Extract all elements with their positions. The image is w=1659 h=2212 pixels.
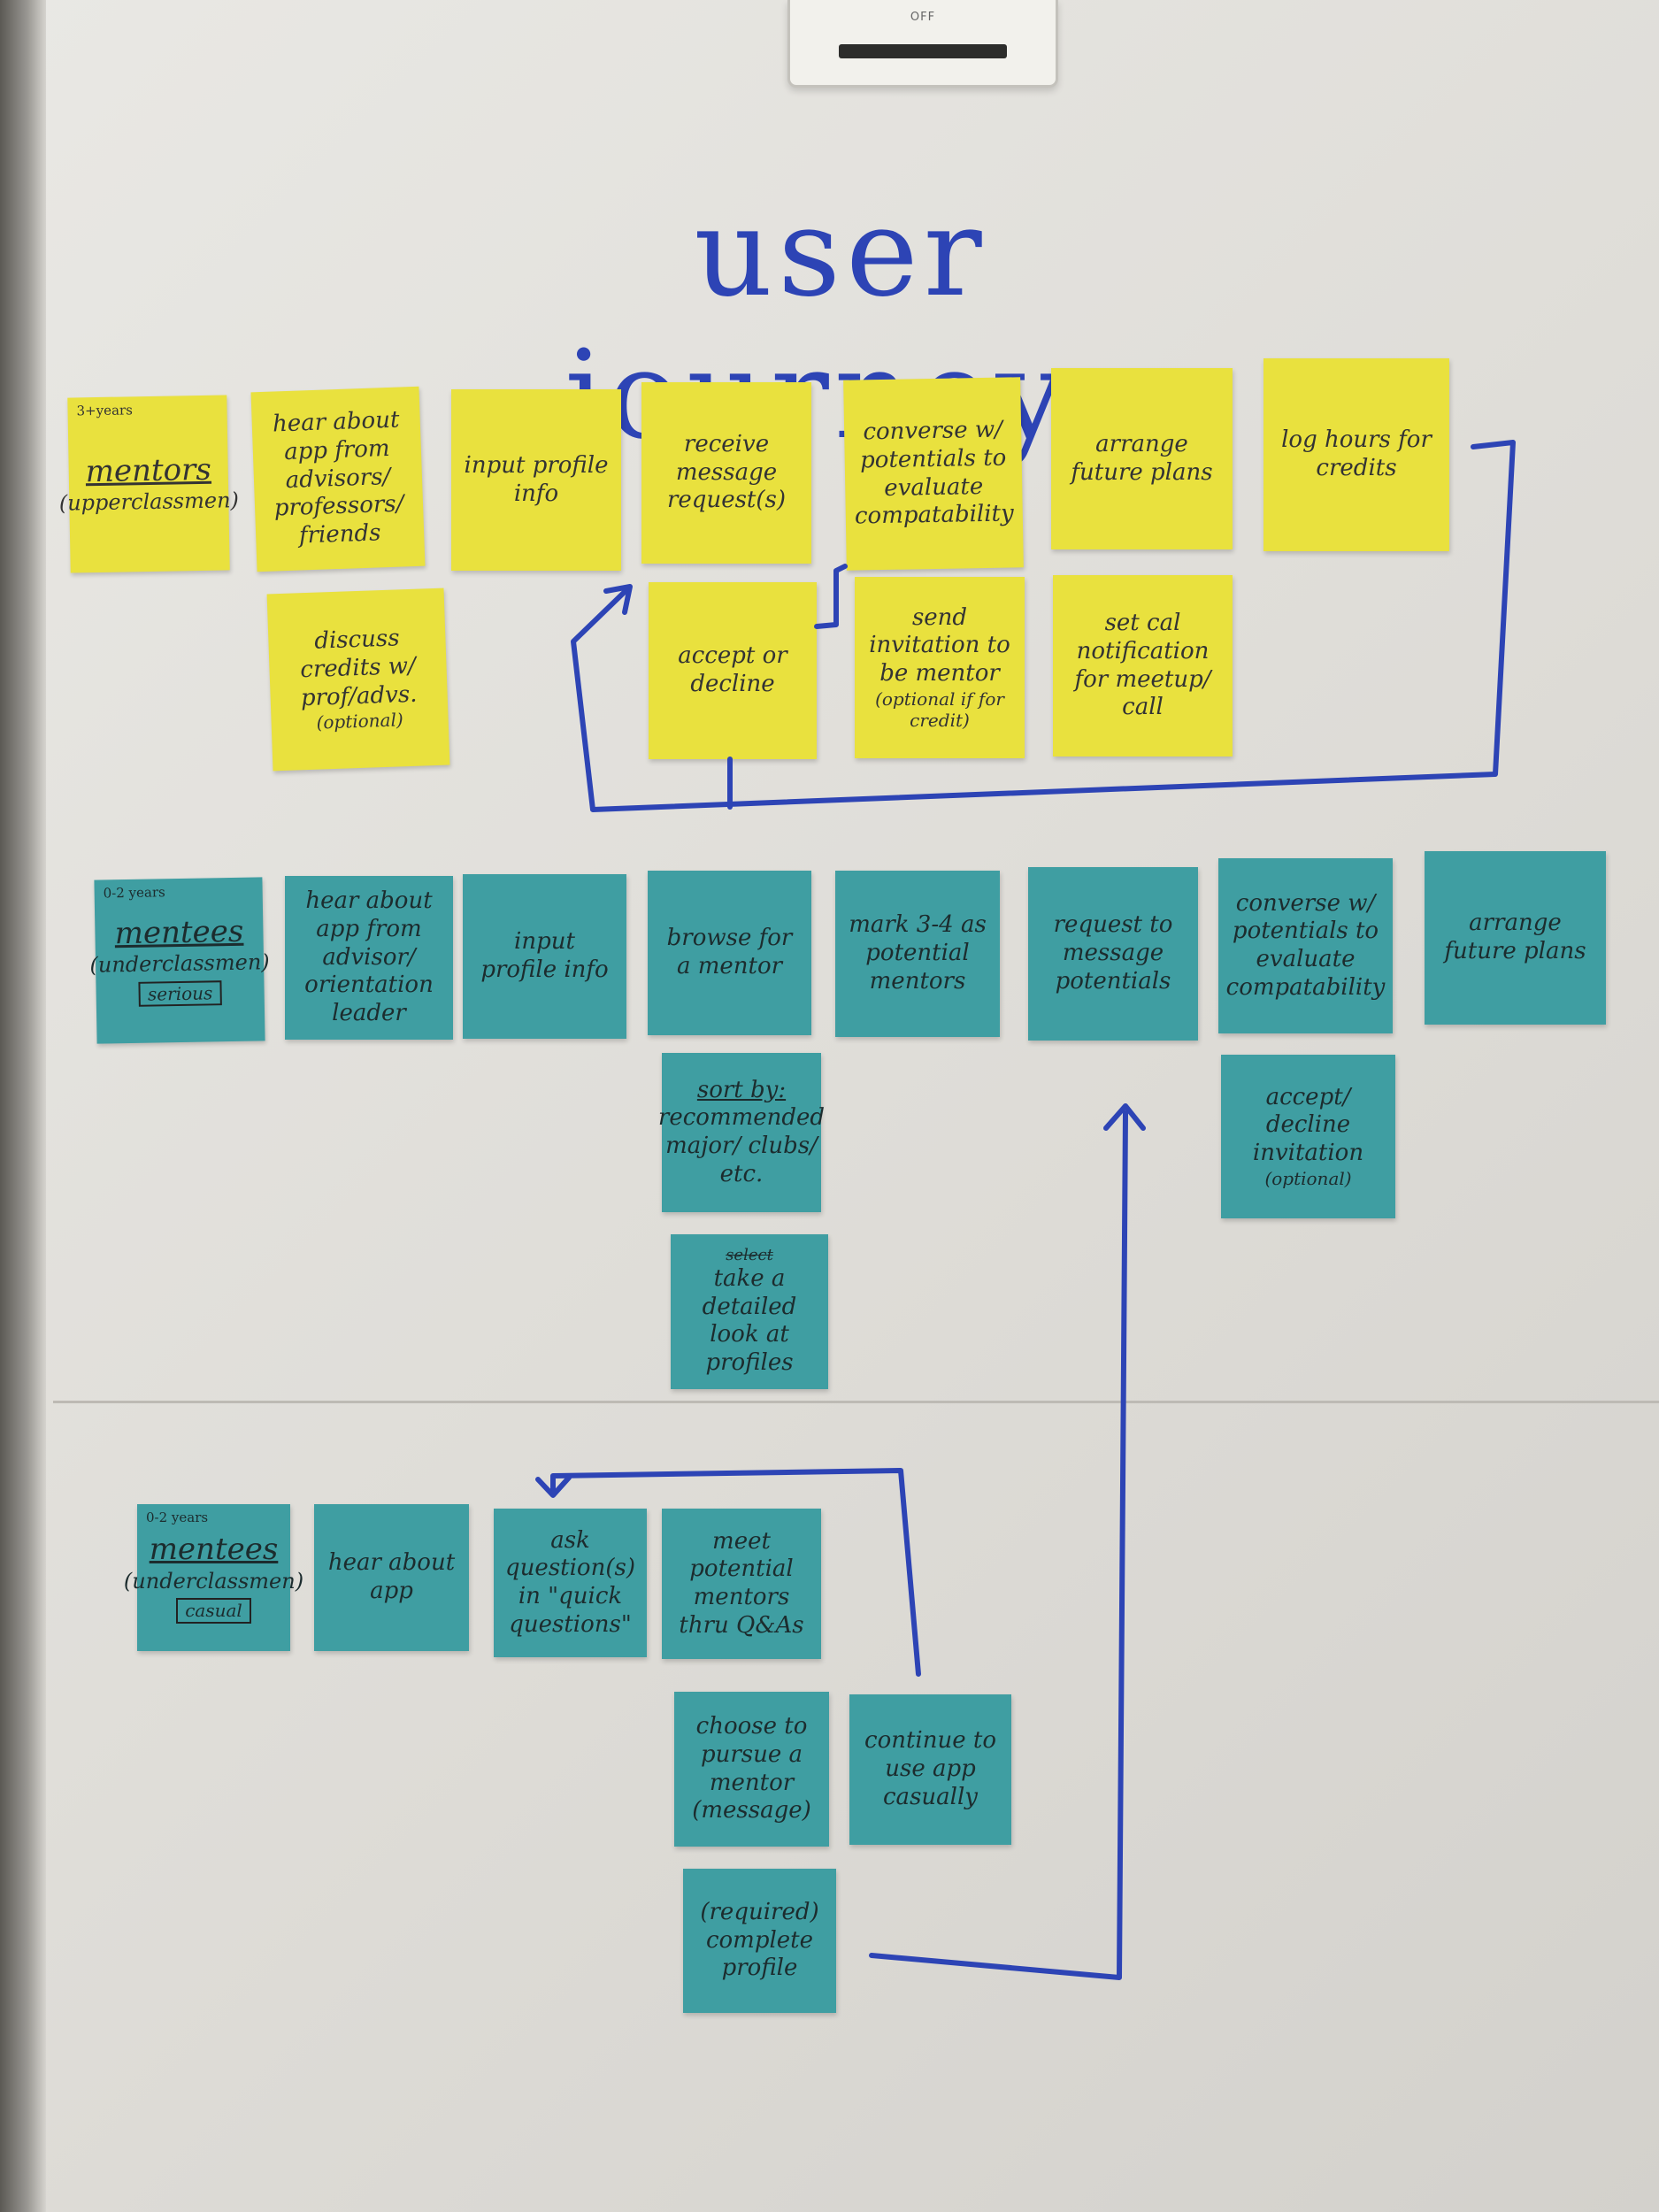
sticky-mentor-input-profile[interactable]: input profile info <box>451 389 621 571</box>
note-text: mark 3-4 as potential mentors <box>849 911 987 995</box>
light-switch[interactable]: OFF <box>787 0 1058 88</box>
note-text: discuss credits w/ prof/advs. <box>299 625 418 711</box>
sticky-mentor-receive-request[interactable]: receive message request(s) <box>641 382 811 564</box>
arrowhead-profile-to-request <box>1103 1103 1146 1131</box>
mentees-subtitle: (underclassmen) <box>89 949 270 979</box>
note-text: continue to use app casually <box>864 1727 996 1810</box>
note-text: take a detailed look at profiles <box>702 1265 797 1377</box>
sticky-mentee-hear-advisor[interactable]: hear about app from advisor/ orientation… <box>285 876 453 1040</box>
switch-slot <box>839 44 1007 58</box>
sticky-mentor-send-invitation[interactable]: send invitation to be mentor (optional i… <box>855 577 1025 758</box>
sort-label: sort by: <box>696 1076 787 1103</box>
note-text: send invitation to be mentor <box>869 603 1010 687</box>
note-text: converse w/ potentials to evaluate compa… <box>854 416 1014 530</box>
serious-badge: serious <box>138 979 222 1007</box>
note-text: input profile info <box>464 451 609 507</box>
sticky-casual-complete-profile[interactable]: (required) complete profile <box>683 1869 836 2013</box>
note-optional: (optional) <box>1264 1167 1352 1189</box>
sticky-mentor-set-calendar[interactable]: set cal notification for meetup/ call <box>1053 575 1233 757</box>
mentees-casual-tag: 0-2 years <box>146 1509 209 1525</box>
sticky-mentor-converse[interactable]: converse w/ potentials to evaluate compa… <box>843 377 1024 571</box>
struck-word: select <box>726 1246 773 1265</box>
sticky-mentee-detailed-look[interactable]: select take a detailed look at profiles <box>671 1234 828 1389</box>
note-text: accept or decline <box>678 642 787 697</box>
arrowhead-loop-mentors <box>603 584 633 615</box>
sticky-mentor-discuss-credits[interactable]: discuss credits w/ prof/advs. (optional) <box>266 588 450 772</box>
note-text: browse for a mentor <box>666 925 793 979</box>
sticky-mentee-converse[interactable]: converse w/ potentials to evaluate compa… <box>1218 858 1393 1033</box>
switch-label: OFF <box>910 11 936 24</box>
note-text: log hours for credits <box>1281 426 1432 481</box>
sticky-mentees-serious-header[interactable]: 0-2 years mentees (underclassmen) seriou… <box>89 877 270 1044</box>
note-text: arrange future plans <box>1071 430 1213 486</box>
casual-badge: casual <box>176 1598 251 1624</box>
sticky-mentor-hear-about[interactable]: hear about app from advisors/ professors… <box>250 386 426 572</box>
note-text: (required) complete profile <box>700 1898 819 1982</box>
board-seam <box>53 1401 1659 1403</box>
mentors-tag: 3+years <box>76 402 133 419</box>
note-text: input profile info <box>480 928 609 983</box>
note-text: receive message request(s) <box>666 430 786 514</box>
sticky-casual-choose-pursue[interactable]: choose to pursue a mentor (message) <box>674 1692 829 1847</box>
arrow-accept-to-send <box>814 564 848 629</box>
mentees-casual-subtitle: (underclassmen) <box>123 1568 304 1594</box>
sticky-casual-meet-mentors[interactable]: meet potential mentors thru Q&As <box>662 1509 821 1659</box>
note-text: meet potential mentors thru Q&As <box>679 1527 804 1639</box>
note-optional: (optional if for credit) <box>875 687 1004 732</box>
note-text: recommended major/ clubs/ etc. <box>657 1104 826 1187</box>
sticky-mentors-header[interactable]: 3+years mentors (upperclassmen) <box>59 395 239 573</box>
sticky-mentees-casual-header[interactable]: 0-2 years mentees (underclassmen) casual <box>124 1504 303 1651</box>
sticky-mentee-mark-potential[interactable]: mark 3-4 as potential mentors <box>835 871 1000 1037</box>
sticky-mentee-request-message[interactable]: request to message potentials <box>1028 867 1198 1041</box>
note-optional: (optional) <box>316 709 404 734</box>
note-text: set cal notification for meetup/ call <box>1074 610 1211 721</box>
note-text: choose to pursue a mentor (message) <box>692 1713 811 1824</box>
note-text: hear about app <box>327 1549 456 1604</box>
door-frame <box>0 0 46 2212</box>
note-text: hear about app from advisor/ orientation… <box>304 887 434 1027</box>
mentees-tag: 0-2 years <box>103 884 165 902</box>
sticky-mentor-arrange[interactable]: arrange future plans <box>1051 368 1233 549</box>
sticky-casual-hear-about[interactable]: hear about app <box>314 1504 469 1651</box>
sticky-mentee-browse[interactable]: browse for a mentor <box>648 871 811 1035</box>
mentors-title: mentors <box>85 451 212 489</box>
sticky-mentee-accept-invitation[interactable]: accept/ decline invitation (optional) <box>1221 1055 1395 1218</box>
note-text: hear about app from advisors/ professors… <box>272 406 404 549</box>
sticky-mentor-accept-decline[interactable]: accept or decline <box>649 582 817 759</box>
sticky-mentor-log-hours[interactable]: log hours for credits <box>1263 358 1449 551</box>
note-text: converse w/ potentials to evaluate compa… <box>1225 889 1386 1001</box>
sticky-mentee-arrange[interactable]: arrange future plans <box>1425 851 1606 1025</box>
arrowhead-loop-casual <box>535 1475 572 1498</box>
mentors-subtitle: (upperclassmen) <box>58 488 240 516</box>
note-text: request to message potentials <box>1053 911 1173 995</box>
sticky-casual-continue[interactable]: continue to use app casually <box>849 1694 1011 1845</box>
sticky-mentee-input-profile[interactable]: input profile info <box>463 874 626 1039</box>
sticky-mentee-sort-by[interactable]: sort by: recommended major/ clubs/ etc. <box>658 1053 825 1212</box>
mentees-casual-title: mentees <box>149 1532 279 1568</box>
arrow-profile-to-request <box>869 1110 1128 1980</box>
note-text: arrange future plans <box>1444 910 1586 964</box>
note-text: ask question(s) in "quick questions" <box>505 1526 635 1638</box>
note-text: accept/ decline invitation <box>1252 1083 1364 1167</box>
mentees-title: mentees <box>114 913 244 952</box>
sticky-casual-ask-questions[interactable]: ask question(s) in "quick questions" <box>494 1509 647 1657</box>
